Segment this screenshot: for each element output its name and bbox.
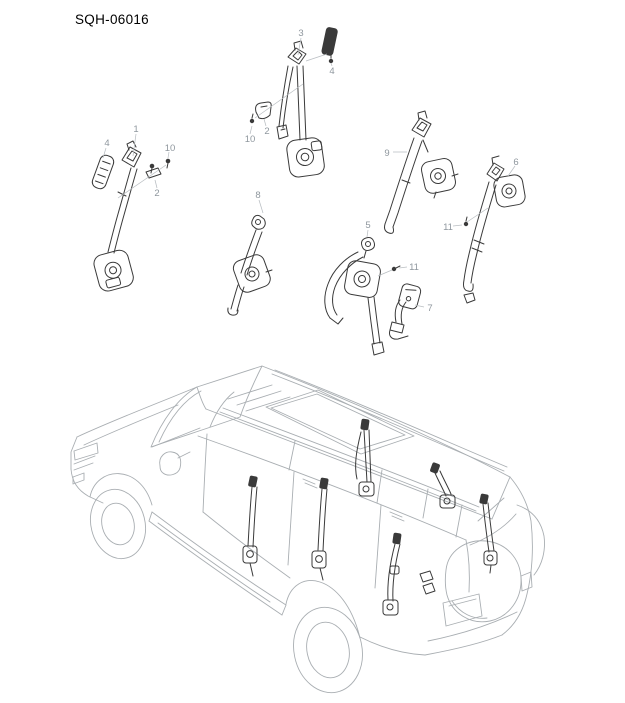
belt-assembly-9 [384,110,459,234]
callout-1: 1 [133,124,138,135]
installed-belt-front [242,475,258,577]
installed-belt-mid [311,477,329,581]
installed-belt-far-mid [355,418,375,497]
callout-10-center: 10 [245,134,256,145]
callout-6: 6 [513,157,518,168]
retractor-6 [493,174,526,208]
leader-lines [102,37,516,308]
installed-belt-glyphs [242,418,498,616]
callout-4-top: 4 [329,66,334,77]
retractor-3 [286,137,325,178]
belt-assembly-6 [463,155,526,304]
callout-11-right: 11 [443,222,453,233]
callout-3: 3 [298,28,303,39]
retractor-1 [93,249,134,292]
clip-part-2-center [255,101,272,120]
callout-2-left: 2 [154,188,159,199]
bolt-part-10-center [249,118,255,124]
exploded-assemblies [91,27,526,356]
retractor-9 [420,158,456,194]
vehicle-illustration [70,365,545,694]
installed-belt-dpillar [479,493,498,574]
bolt-part-10-left [149,163,155,169]
belt-assembly-5 [324,237,401,356]
callout-5: 5 [365,220,370,231]
callout-4-left: 4 [104,138,109,149]
belt-guide-part-4-left [91,154,115,190]
anchor-plate-part-2-left [145,167,162,179]
installed-belt-far-rear [430,462,456,509]
callout-11-center: 11 [409,262,419,273]
diagram-code: SQH-06016 [75,12,149,27]
callout-7: 7 [427,303,432,314]
buckle-part-7 [389,283,422,340]
callout-10-left: 10 [165,143,176,154]
bolt-part-11-center [391,266,397,272]
retractor-8 [232,254,271,293]
bolt-part-11-right [463,221,469,227]
callout-9: 9 [384,148,389,159]
callout-8: 8 [255,190,260,201]
installed-belt-rear-near [382,532,402,616]
belt-assembly-8 [227,214,273,316]
installed-buckle-cargo [419,570,436,595]
callout-2-center: 2 [264,126,269,137]
belt-assembly-1 [91,140,171,292]
belt-assembly-3 [249,27,338,178]
callout-labels: 1 4 10 2 3 4 2 10 8 9 5 11 7 6 11 [104,28,518,314]
retractor-5 [344,260,381,298]
height-adjuster-part-4-top [321,27,338,56]
